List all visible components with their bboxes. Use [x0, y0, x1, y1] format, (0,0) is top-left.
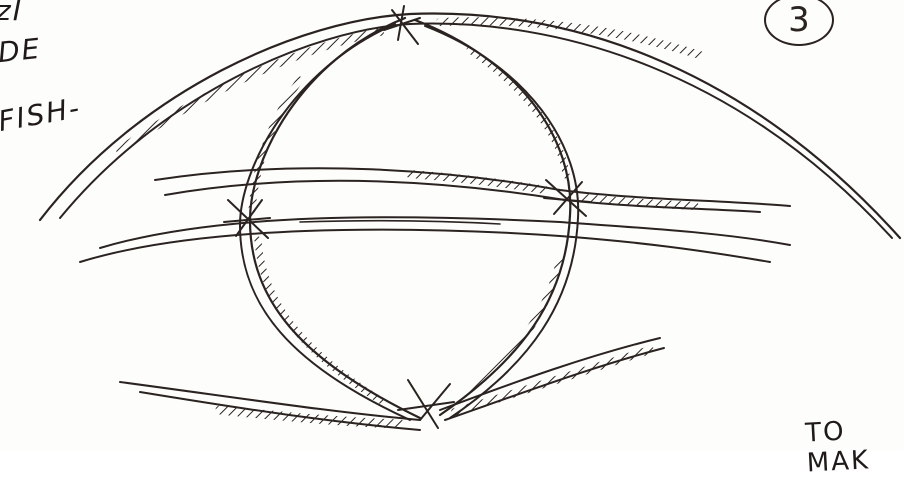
sketch-page: zI DE FISH- 3 TO MAK [0, 0, 904, 450]
note-top-left-2: DE [0, 32, 43, 69]
note-top-left-1: zI [0, 0, 23, 27]
note-bottom-right: TO MAK [804, 413, 904, 478]
middle-rods [80, 168, 790, 262]
page-number: 3 [788, 0, 810, 40]
fish-trap-sketch [0, 0, 904, 450]
bottom-rods [120, 338, 664, 430]
